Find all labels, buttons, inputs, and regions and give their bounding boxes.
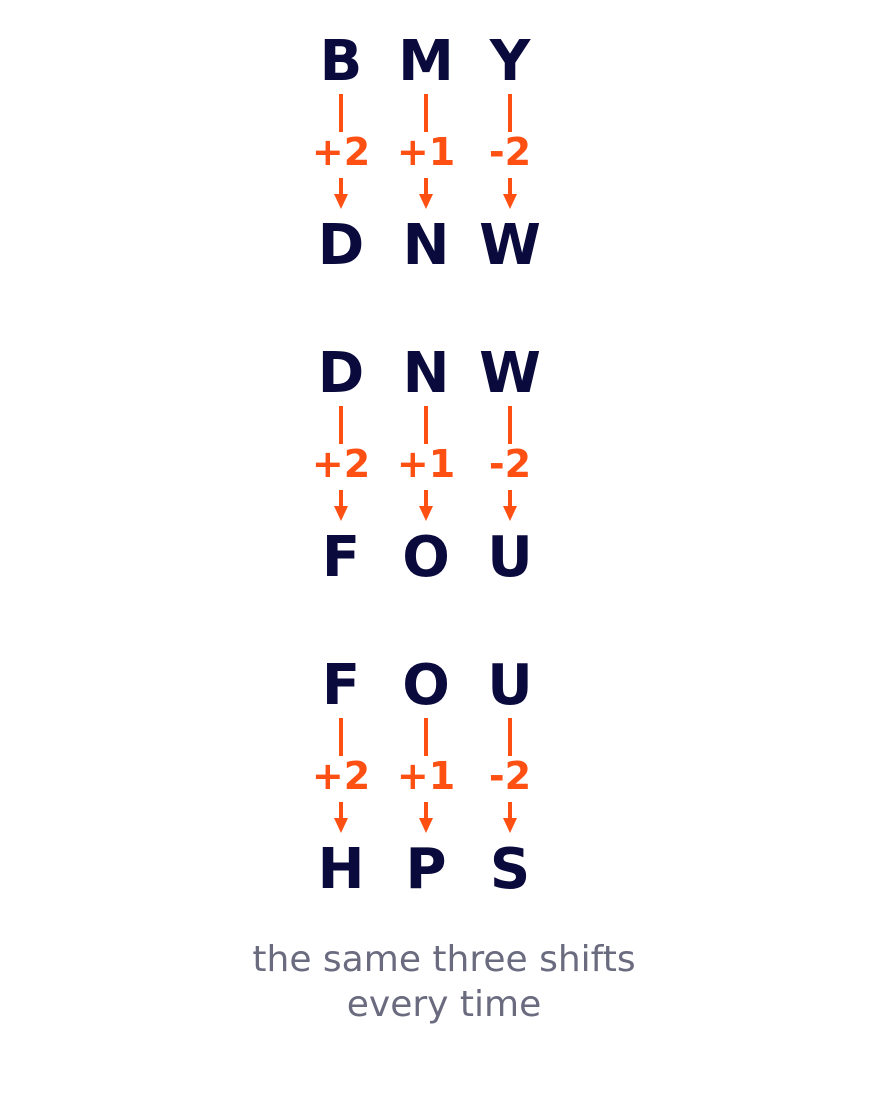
source-letter: U <box>487 653 532 718</box>
arrow-head-icon <box>334 818 348 833</box>
arrow-head-icon <box>419 506 433 521</box>
shift-label: +2 <box>312 130 370 174</box>
shift-label: -2 <box>489 442 531 486</box>
source-letter: O <box>402 653 450 718</box>
result-letter: N <box>403 213 450 278</box>
result-letter: D <box>318 213 364 278</box>
shift-label: +2 <box>312 442 370 486</box>
result-letter: S <box>490 837 530 902</box>
caption: the same three shifts every time <box>252 939 636 1025</box>
shift-label: +1 <box>397 442 455 486</box>
shift-label: -2 <box>489 754 531 798</box>
shift-label: +1 <box>397 754 455 798</box>
arrow-head-icon <box>419 194 433 209</box>
arrow-head-icon <box>334 194 348 209</box>
arrow-head-icon <box>334 506 348 521</box>
shift-label: +2 <box>312 754 370 798</box>
source-letter: M <box>398 29 454 94</box>
source-letter: N <box>403 341 450 406</box>
result-letter: F <box>322 525 360 590</box>
source-letter: D <box>318 341 364 406</box>
arrow-head-icon <box>419 818 433 833</box>
arrow-head-icon <box>503 818 517 833</box>
arrow-head-icon <box>503 194 517 209</box>
shift-label: +1 <box>397 130 455 174</box>
result-letter: P <box>405 837 446 902</box>
arrow-head-icon <box>503 506 517 521</box>
source-letter: W <box>479 341 541 406</box>
source-letter: B <box>320 29 363 94</box>
shift-label: -2 <box>489 130 531 174</box>
result-letter: W <box>479 213 541 278</box>
result-letter: H <box>318 837 365 902</box>
source-letter: F <box>322 653 360 718</box>
source-letter: Y <box>489 29 532 94</box>
result-letter: U <box>487 525 532 590</box>
result-letter: O <box>402 525 450 590</box>
